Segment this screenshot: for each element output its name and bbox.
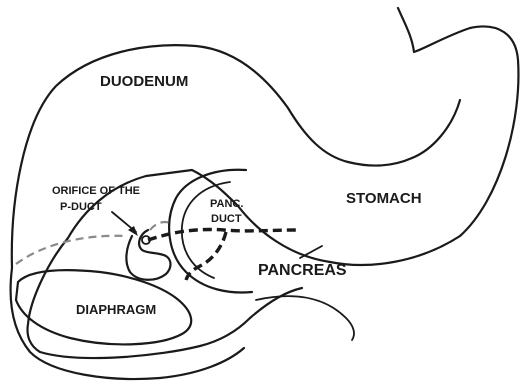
pancreatic-duct-branch	[186, 232, 226, 280]
label-orifice-line1: ORIFICE OF THE	[52, 185, 140, 197]
common-bile-duct-dashed	[16, 236, 126, 264]
label-orifice-line2: P-DUCT	[60, 201, 102, 213]
label-duodenum: DUODENUM	[100, 73, 188, 90]
label-diaphragm: DIAPHRAGM	[76, 302, 156, 317]
duodenum-lower-outline	[11, 268, 244, 379]
label-stomach: STOMACH	[346, 190, 422, 207]
stomach-inner-contour	[412, 100, 460, 158]
label-panc-duct-line2: DUCT	[211, 213, 242, 225]
label-pancreas: PANCREAS	[258, 262, 347, 279]
pancreas-leader-line	[300, 246, 322, 258]
label-panc-duct-line1: PANC.	[210, 198, 243, 210]
duodenum-upper-outline	[12, 45, 412, 268]
